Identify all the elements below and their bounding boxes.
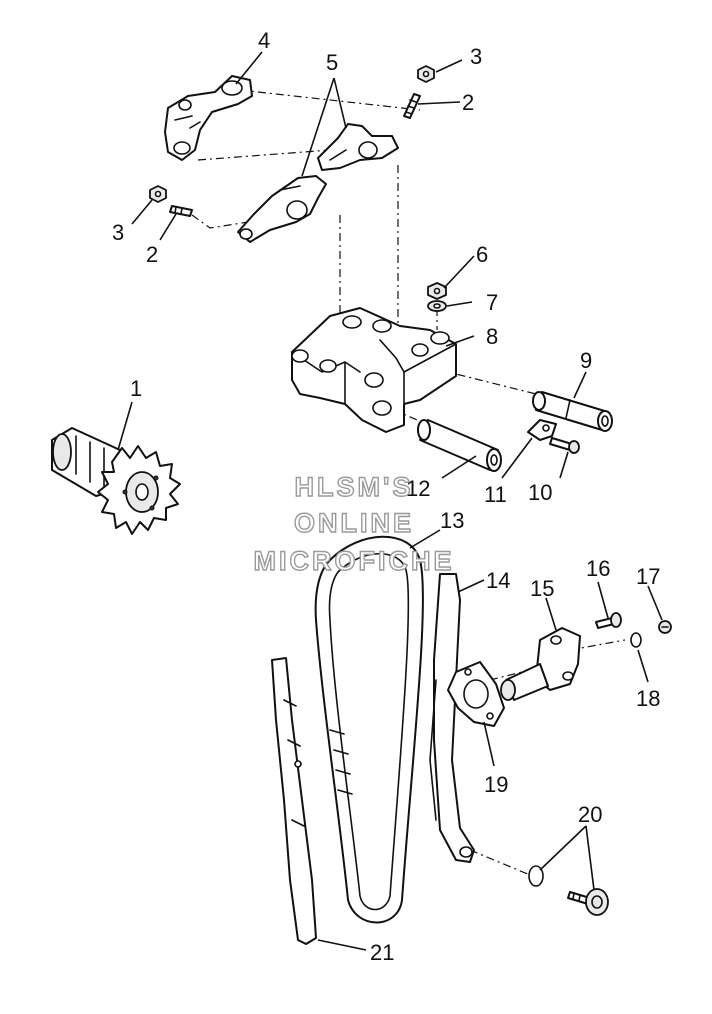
callout-4: 4 — [258, 28, 270, 53]
callout-3-left: 3 — [112, 220, 124, 245]
part-17-screw — [658, 620, 672, 634]
part-4-rocker-arm — [164, 75, 253, 161]
callout-20: 20 — [578, 802, 602, 827]
callout-2-top: 2 — [462, 90, 474, 115]
callout-2-left: 2 — [146, 242, 158, 267]
part-6-nut — [427, 282, 447, 300]
part-15-tensioner-lifter — [500, 627, 581, 701]
part-20-bolt-washer — [528, 865, 609, 916]
part-18-o-ring — [630, 632, 642, 648]
part-2-screw-upper — [403, 93, 421, 119]
part-5-rocker-arm-upper — [317, 123, 399, 171]
callout-1: 1 — [130, 376, 142, 401]
part-19-gasket — [447, 661, 505, 727]
part-3-nut-lower — [149, 185, 167, 203]
callout-labels: 4 5 3 2 3 2 6 7 8 9 1 12 11 10 13 14 15 … — [112, 28, 660, 965]
part-14-tensioner-guide — [429, 573, 475, 863]
callout-14: 14 — [486, 568, 510, 593]
callout-12: 12 — [406, 476, 430, 501]
part-13-cam-chain — [314, 535, 424, 924]
callout-10: 10 — [528, 480, 552, 505]
callout-21: 21 — [370, 940, 394, 965]
part-3-nut-upper — [417, 65, 435, 83]
callout-16: 16 — [586, 556, 610, 581]
part-12-rocker-shaft — [417, 419, 502, 472]
callout-17: 17 — [636, 564, 660, 589]
part-10-bolt — [549, 437, 580, 454]
callout-5: 5 — [326, 50, 338, 75]
part-21-chain-guide — [271, 657, 317, 945]
callout-11: 11 — [484, 482, 507, 507]
part-2-screw-lower — [169, 205, 193, 217]
part-5-rocker-arm-lower — [237, 175, 327, 243]
callout-8: 8 — [486, 324, 498, 349]
leader-lines — [117, 51, 663, 951]
part-8-rocker-holder — [291, 307, 457, 433]
callout-6: 6 — [476, 242, 488, 267]
part-1-camshaft-sprocket — [51, 427, 181, 535]
callout-3-top: 3 — [470, 44, 482, 69]
callout-18: 18 — [636, 686, 660, 711]
watermark-line-1: HLSM'S — [295, 472, 414, 502]
part-16-bolt — [595, 612, 622, 629]
callout-13: 13 — [440, 508, 464, 533]
part-9-rocker-shaft — [532, 391, 613, 432]
callout-19: 19 — [484, 772, 508, 797]
callout-15: 15 — [530, 576, 554, 601]
watermark: HLSM'S ONLINE MICROFICHE — [253, 471, 455, 576]
part-7-washer — [427, 300, 447, 312]
watermark-line-3: MICROFICHE — [254, 546, 455, 576]
callout-9: 9 — [580, 348, 592, 373]
watermark-line-2: ONLINE — [294, 508, 414, 538]
callout-7: 7 — [486, 290, 498, 315]
part-11-stopper-plate — [527, 419, 557, 441]
